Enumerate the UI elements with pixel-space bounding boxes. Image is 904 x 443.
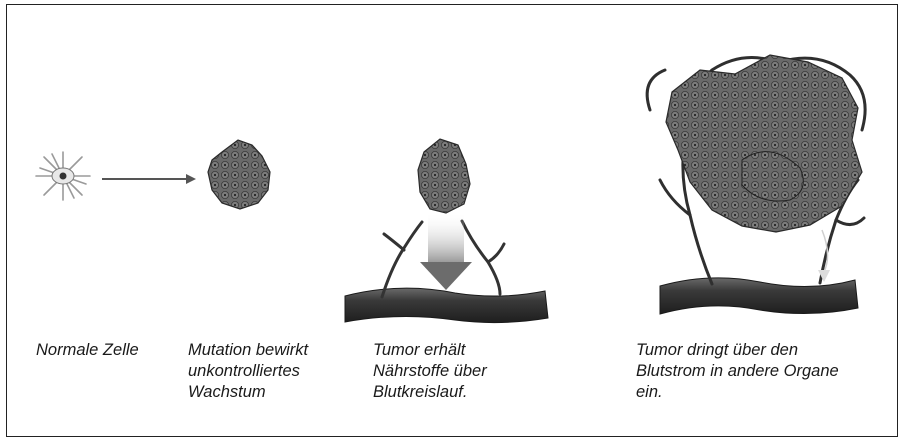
caption-nutrients: Tumor erhält Nährstoffe über Blutkreisla… — [373, 340, 487, 403]
tumor-nutrient-stage — [345, 139, 548, 323]
caption-line: Blutkreislauf. — [373, 382, 487, 403]
caption-line: ein. — [636, 382, 839, 403]
tumor-metastasis-stage — [647, 55, 865, 314]
caption-line: Wachstum — [188, 382, 308, 403]
caption-line: Nährstoffe über — [373, 361, 487, 382]
caption-mutation: Mutation bewirkt unkontrolliertes Wachst… — [188, 340, 308, 403]
caption-line: Tumor erhält — [373, 340, 487, 361]
progression-arrow — [102, 174, 196, 184]
caption-line: Tumor dringt über den — [636, 340, 839, 361]
caption-line: Normale Zelle — [36, 340, 139, 361]
caption-metastasis: Tumor dringt über den Blutstrom in ander… — [636, 340, 839, 403]
normal-cell-icon — [36, 152, 90, 200]
mutated-cell-cluster — [208, 140, 270, 209]
caption-line: Blutstrom in andere Organe — [636, 361, 839, 382]
caption-normal-cell: Normale Zelle — [36, 340, 139, 361]
caption-line: unkontrolliertes — [188, 361, 308, 382]
caption-line: Mutation bewirkt — [188, 340, 308, 361]
